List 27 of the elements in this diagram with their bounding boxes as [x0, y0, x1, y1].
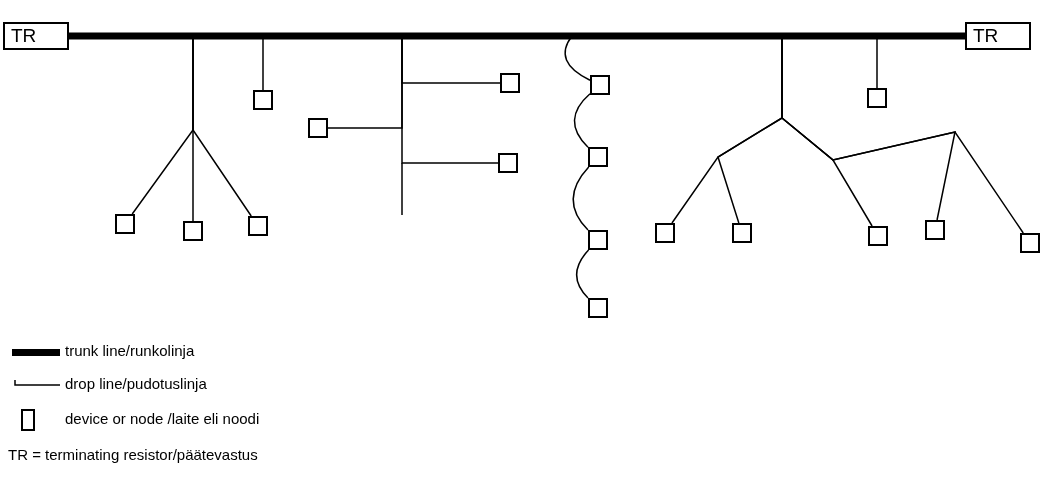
device-box: [588, 298, 608, 318]
device-box: [732, 223, 752, 243]
device-box: [248, 216, 268, 236]
trunk-line: [69, 32, 965, 40]
legend-text: trunk line/runkolinja: [65, 342, 195, 359]
device-box: [590, 75, 610, 95]
device-box: [588, 147, 608, 167]
device-box: [253, 90, 273, 110]
device-box: [867, 88, 887, 108]
drop-line: [575, 249, 590, 299]
legend-note: TR = terminating resistor/päätevastus: [8, 446, 258, 463]
device-box: [588, 230, 608, 250]
device-box: [115, 214, 135, 234]
device-box: [868, 226, 888, 246]
drop-line: [572, 166, 590, 231]
device-box: [498, 153, 518, 173]
device-box: [1020, 233, 1040, 253]
legend-text: drop line/pudotuslinja: [65, 375, 207, 392]
resistor-box: TR: [965, 22, 1031, 50]
device-box: [183, 221, 203, 241]
device-box: [308, 118, 328, 138]
device-box: [500, 73, 520, 93]
device-box: [925, 220, 945, 240]
device-box: [655, 223, 675, 243]
drop-line: [573, 93, 591, 148]
resistor-box: TR: [3, 22, 69, 50]
legend-text: device or node /laite eli noodi: [65, 410, 260, 427]
